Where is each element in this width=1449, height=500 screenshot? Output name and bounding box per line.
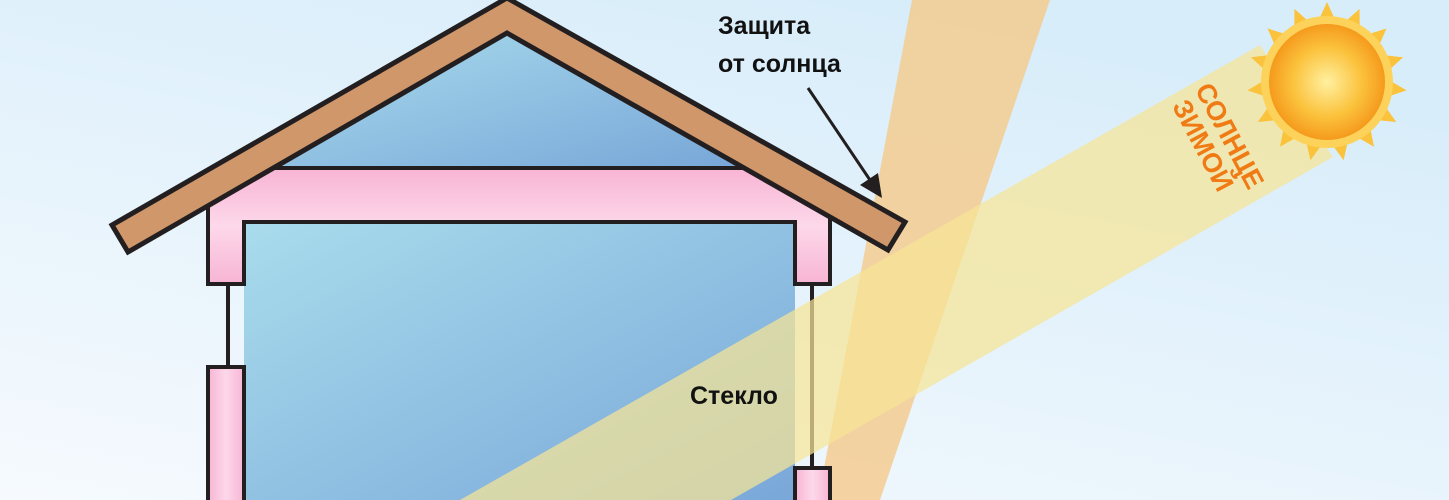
sun-icon bbox=[1247, 2, 1407, 161]
right-wall-insulation bbox=[793, 466, 832, 500]
roof bbox=[108, 0, 909, 256]
sun-protection-label-line2: от солнца bbox=[718, 50, 842, 78]
arrow-head-icon bbox=[860, 173, 882, 198]
arrow-line bbox=[806, 87, 874, 184]
attic-glass bbox=[272, 33, 745, 168]
sun-protection-label-line1: Защита bbox=[718, 12, 811, 40]
winter-sun-beam bbox=[460, 45, 1333, 500]
glass-label: Стекло bbox=[690, 382, 778, 410]
left-wall-insulation bbox=[206, 365, 246, 500]
